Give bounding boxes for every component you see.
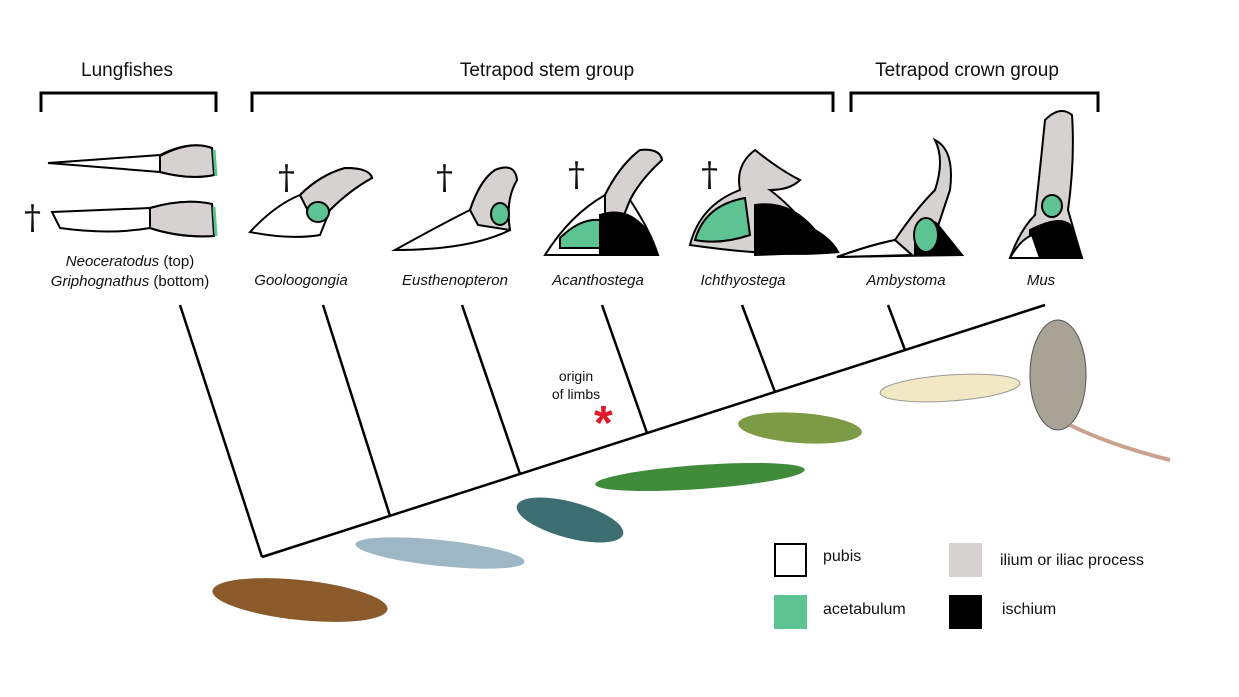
origin-of-limbs-label: origin of limbs [552,367,600,403]
ambystoma-animal [879,373,1021,403]
pelvis-mus [1008,110,1084,259]
branch-eusthenopteron [460,304,522,475]
taxon-label-ichthyostega: Ichthyostega [700,272,786,289]
branch-lungfish [178,304,264,558]
bracket-crown [849,91,1100,112]
lungfish-label: Neoceratodus (top) Griphognathus (bottom… [51,252,209,292]
pelvis-griphognathus [50,200,218,238]
animal-illustrations [212,319,1171,622]
branch-ambystoma [886,304,907,351]
taxon-label-eusthenopteron: Eusthenopteron [402,272,508,289]
pelvis-gooloogongia [248,166,374,238]
pelvis-eusthenopteron [391,166,519,252]
group-label-crown: Tetrapod crown group [875,60,1059,81]
pelvis-acanthostega [543,148,664,256]
extinct-dagger-icon: † [24,198,41,238]
taxon-label-ambystoma: Ambystoma [866,272,946,289]
pelvis-neoceratodus [47,144,218,178]
origin-star-icon: * [594,397,613,450]
lungfish-animal [212,578,388,622]
taxon-label-mus: Mus [1026,272,1056,289]
pelvis-ichthyostega [688,148,840,257]
annotation-line1: origin [558,368,594,384]
pelvis-ambystoma [836,137,965,258]
bottom-suffix: (bottom) [149,273,210,290]
mus-tail [1069,423,1171,462]
legend-swatch-pubis [774,543,807,577]
neoceratodus-name: Neoceratodus [65,253,160,270]
griphognathus-name: Griphognathus [50,273,150,290]
extinct-dagger-icon: † [701,155,718,195]
bracket-lungfishes [39,91,218,112]
mus-animal [1029,319,1087,431]
legend-swatch-ischium [949,595,982,629]
legend-swatch-ilium [949,543,982,577]
group-label-stem: Tetrapod stem group [459,60,635,81]
eusthenopteron-animal [516,497,624,543]
legend-swatch-acetabulum [774,595,807,629]
group-label-lungfishes: Lungfishes [81,60,173,81]
extinct-dagger-icon: † [568,155,585,195]
legend-label-acetabulum: acetabulum [823,601,906,618]
taxon-label-gooloogongia: Gooloogongia [254,272,348,289]
bracket-stem [250,91,835,112]
gooloogongia-animal [355,537,525,569]
cladogram [178,303,1046,559]
legend-label-ischium: ischium [1002,601,1057,618]
branch-acanthostega [600,304,649,434]
extinct-dagger-icon: † [278,158,295,198]
pelvis-drawings [47,110,1084,259]
top-suffix: (top) [159,253,195,270]
annotation-line2: of limbs [551,386,601,402]
extinct-dagger-icon: † [436,158,453,198]
branch-ichthyostega [740,304,777,393]
legend-label-ilium: ilium or iliac process [1000,552,1145,569]
taxon-label-acanthostega: Acanthostega [552,272,644,289]
legend-label-pubis: pubis [823,548,862,565]
main-stem-line [261,303,1046,559]
branch-gooloogongia [321,304,392,517]
acanthostega-animal [595,462,805,492]
ichthyostega-animal [738,412,862,444]
